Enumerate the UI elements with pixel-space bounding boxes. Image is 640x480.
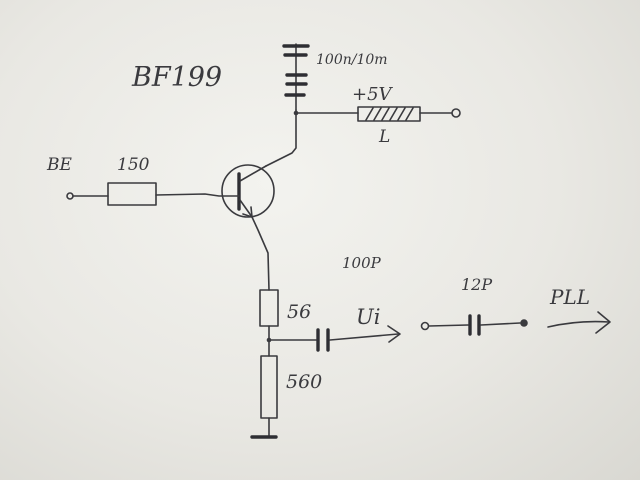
transistor-collector-lead xyxy=(239,165,267,182)
pll-arrow-head xyxy=(595,311,611,334)
inductor-body xyxy=(357,106,421,122)
output-wire-right xyxy=(329,333,399,341)
pll-wire-left xyxy=(428,324,469,327)
inductor-label: L xyxy=(378,127,390,147)
supply-voltage-label: +5V xyxy=(352,84,394,105)
transistor-label: BF199 xyxy=(131,62,222,93)
transistor-circle xyxy=(221,164,275,218)
pll-input-terminal xyxy=(420,321,430,331)
supply-terminal xyxy=(451,108,461,118)
pll-wire-right xyxy=(480,322,521,326)
transistor-symbol xyxy=(221,164,275,218)
coupling-cap-label: 100P xyxy=(342,254,382,272)
pll-cap-label: 12P xyxy=(461,275,492,294)
supply-decoupling-capacitors xyxy=(282,43,310,111)
output-arrow xyxy=(387,325,401,343)
emitter-resistor-label: 56 xyxy=(287,301,311,323)
emitter-wire xyxy=(251,216,270,291)
base-resistor xyxy=(107,182,157,206)
bottom-resistor xyxy=(260,355,278,419)
output-label: Ui xyxy=(356,305,380,329)
inductor-symbol xyxy=(357,106,421,122)
base-resistor-label: 150 xyxy=(117,155,150,175)
collector-wire xyxy=(265,109,297,167)
input-label: BE xyxy=(46,155,72,175)
pll-output-terminal xyxy=(520,319,528,327)
input-terminal xyxy=(66,192,74,200)
pll-arrow-shaft xyxy=(547,320,610,328)
transistor-emitter-lead xyxy=(239,199,253,218)
emitter-resistor xyxy=(259,289,279,327)
inductor-hatching xyxy=(365,107,414,121)
supply-caps-label: 100n/10m xyxy=(316,52,388,68)
bottom-resistor-label: 560 xyxy=(286,371,322,393)
base-wire xyxy=(155,193,240,197)
pll-label: PLL xyxy=(549,285,590,309)
